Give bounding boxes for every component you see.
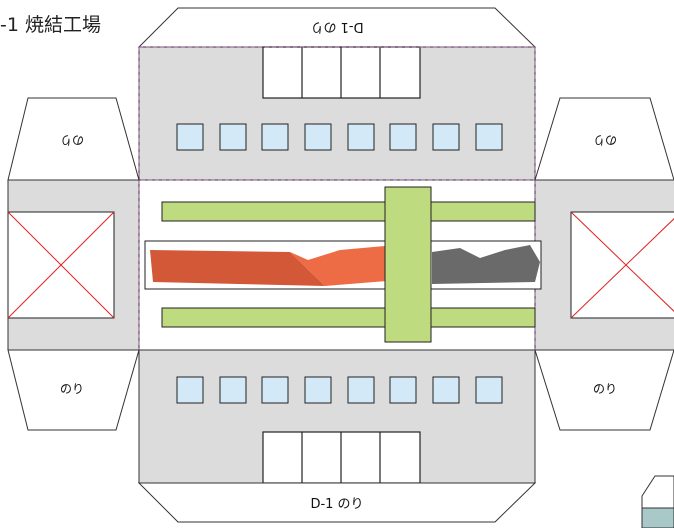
- gray-ore-shape: [432, 245, 540, 284]
- rust-ore-shape: [150, 250, 325, 286]
- left-cross-window: [7, 211, 115, 319]
- right-cross-window: [570, 211, 674, 319]
- right-bottom-glue-flap-label: のり: [593, 382, 617, 396]
- top-glue-flap-label: D-1 のり: [310, 19, 363, 34]
- bottom-window-row: [176, 376, 503, 404]
- upper-rail: [161, 201, 536, 222]
- right-bottom-glue-flap: [534, 349, 674, 431]
- left-bottom-glue-flap: [7, 349, 140, 431]
- top-door-block: [262, 46, 421, 99]
- bottom-door-block: [262, 431, 421, 484]
- top-window-row: [176, 123, 503, 151]
- lower-rail: [161, 307, 536, 328]
- left-top-glue-flap: [7, 97, 140, 181]
- partial-box-corner: [641, 475, 674, 528]
- page-title: -1 焼結工場: [0, 14, 101, 36]
- left-bottom-glue-flap-label: のり: [60, 382, 84, 396]
- bottom-glue-flap: [137, 482, 537, 523]
- bottom-glue-flap-label: D-1 のり: [310, 497, 363, 512]
- left-top-glue-flap-label: のり: [60, 133, 84, 147]
- vertical-beam: [384, 186, 432, 343]
- orange-ore-shape: [290, 246, 387, 286]
- right-top-glue-flap: [534, 97, 674, 181]
- right-top-glue-flap-label: のり: [593, 133, 617, 147]
